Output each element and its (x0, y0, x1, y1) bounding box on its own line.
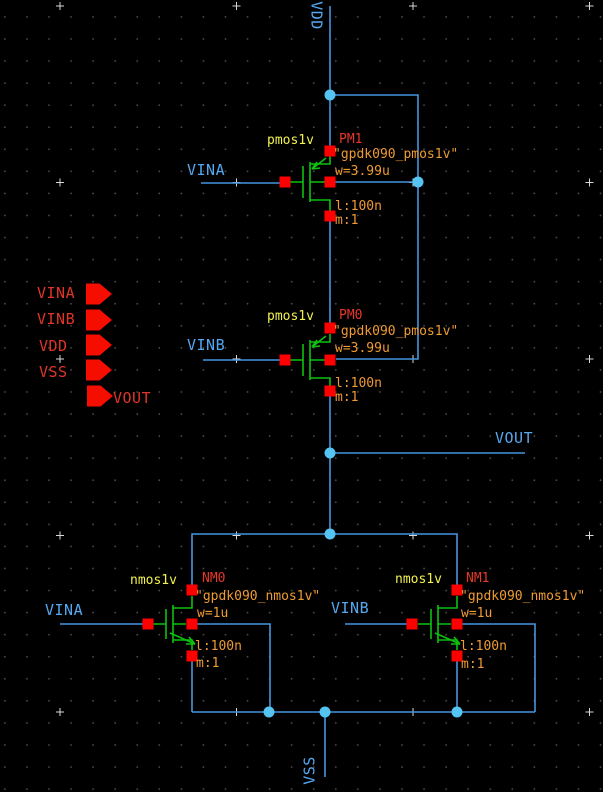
port-label-vinb[interactable]: VINB (37, 310, 76, 328)
port-pin-vdd[interactable] (86, 334, 112, 356)
pm0-cell-label: pmos1v (267, 309, 314, 324)
nm1-model-label: "gpdk090_nmos1v" (460, 589, 586, 604)
net-label-vina-nm0[interactable]: VINA (45, 601, 84, 619)
net-label-vinb-pm0[interactable]: VINB (187, 336, 226, 354)
net-label-vout[interactable]: VOUT (495, 429, 534, 447)
port-label-vdd[interactable]: VDD (39, 337, 68, 355)
net-label-vina-pm1[interactable]: VINA (187, 161, 226, 179)
port-pin-vss[interactable] (86, 359, 112, 381)
nm0-cell-label: nmos1v (130, 573, 177, 588)
port-pin-vout[interactable] (87, 385, 113, 407)
pm0-mult-label: m:1 (335, 390, 359, 405)
nm0-model-label: "gpdk090_nmos1v" (195, 589, 321, 604)
net-label-vss[interactable]: VSS (300, 756, 319, 785)
nm1-length-label: l:100n (460, 639, 507, 654)
pm0-symbol[interactable] (290, 334, 331, 386)
pm1-cell-label: pmos1v (267, 133, 314, 148)
net-label-vdd[interactable]: VDD (307, 1, 326, 30)
pm0-instance-name[interactable]: PM0 (339, 308, 363, 323)
pm0-width-label: w=3.99u (335, 341, 390, 356)
nm1-cell-label: nmos1v (395, 572, 442, 587)
pm1-length-label: l:100n (335, 199, 382, 214)
wire-vdd-rail-right[interactable] (330, 94, 419, 360)
nm1-instance-name[interactable]: NM1 (466, 571, 490, 586)
port-pin-vina[interactable] (86, 283, 112, 305)
pm0-length-label: l:100n (335, 376, 382, 391)
nm0-symbol[interactable] (153, 596, 196, 650)
junction-dots (263, 89, 463, 718)
pm1-instance-name[interactable]: PM1 (339, 132, 363, 147)
nm1-mult-label: m:1 (461, 657, 485, 672)
pm1-symbol[interactable] (290, 156, 331, 211)
nm1-symbol[interactable] (418, 596, 461, 650)
port-pin-vinb[interactable] (86, 309, 112, 331)
net-label-vinb-nm1[interactable]: VINB (331, 599, 370, 617)
nm0-width-label: w=1u (197, 606, 229, 621)
nm0-mult-label: m:1 (196, 656, 220, 671)
port-label-vina[interactable]: VINA (37, 284, 76, 302)
terminal-squares[interactable] (142, 145, 463, 662)
pm1-width-label: w=3.99u (335, 164, 390, 179)
wire-nm0-bulk[interactable] (197, 623, 271, 712)
port-label-vss[interactable]: VSS (39, 363, 68, 381)
wire-nm1-bulk[interactable] (462, 623, 536, 712)
nm1-width-label: w=1u (461, 606, 493, 621)
pm1-mult-label: m:1 (335, 213, 359, 228)
nm0-instance-name[interactable]: NM0 (202, 571, 226, 586)
port-label-vout[interactable]: VOUT (113, 389, 152, 407)
pm0-model-label: "gpdk090_pmos1v" (333, 324, 459, 339)
nm0-length-label: l:100n (195, 639, 242, 654)
pm1-model-label: "gpdk090_pmos1v" (333, 147, 459, 162)
